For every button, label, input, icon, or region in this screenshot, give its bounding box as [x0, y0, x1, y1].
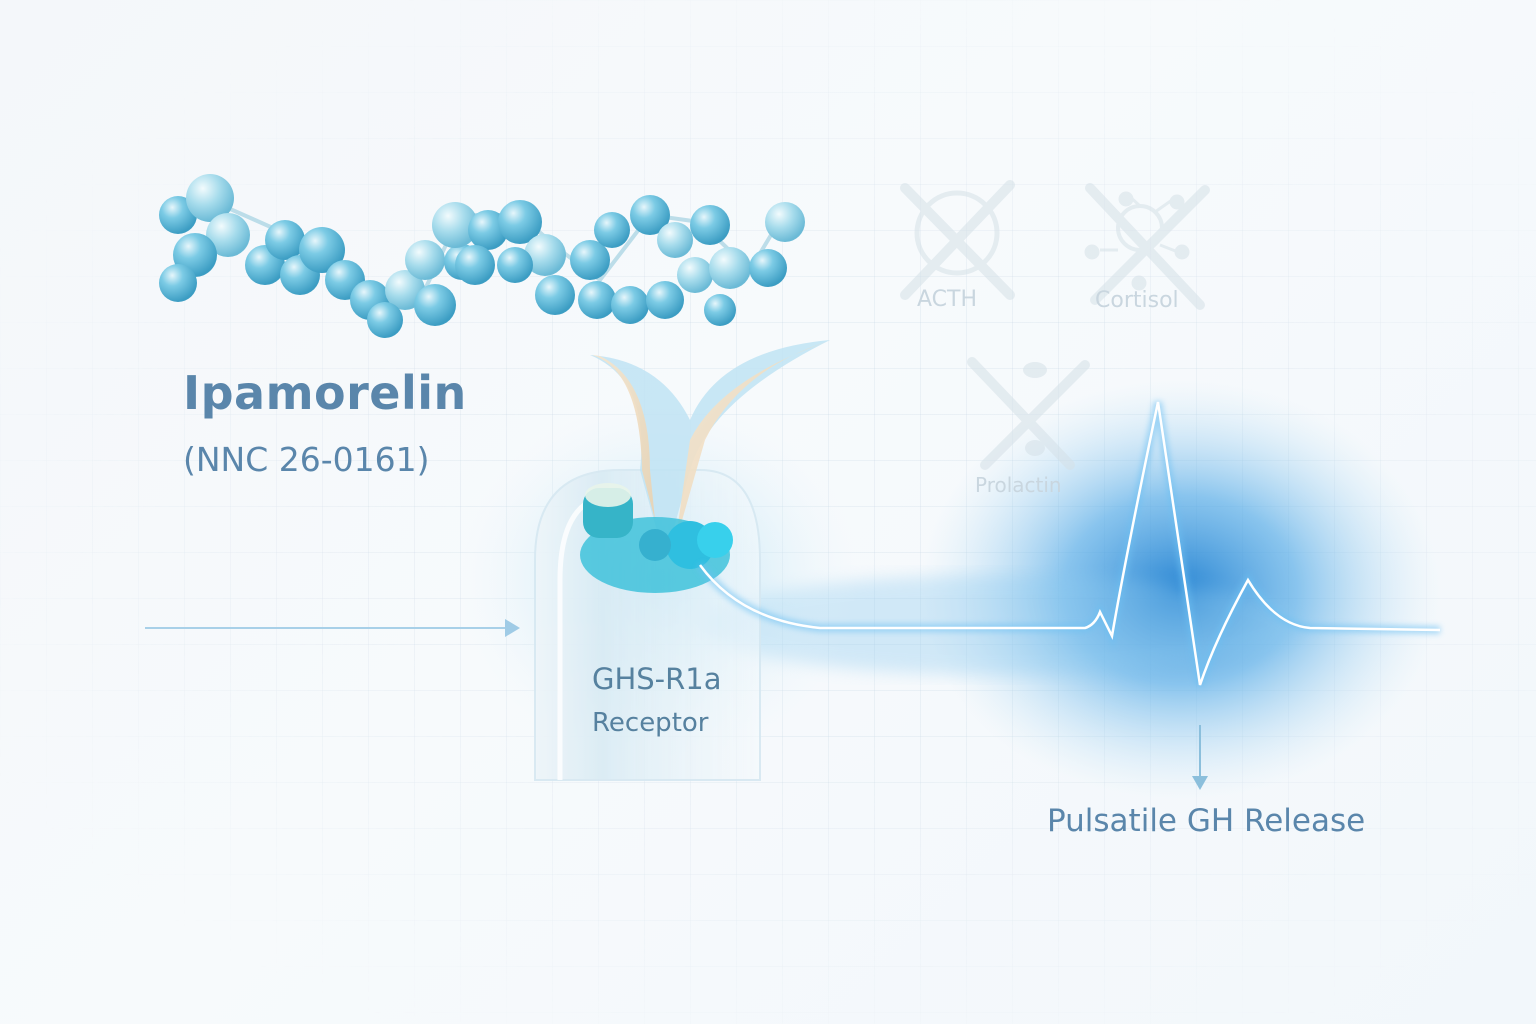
peptide-molecule-icon [159, 174, 805, 338]
cortisol-crossed-icon [1084, 183, 1210, 310]
output-arrow [1192, 725, 1208, 790]
compound-name: Ipamorelin [183, 366, 467, 420]
non-target-label-prolactin: Prolactin [975, 473, 1062, 497]
non-target-label-cortisol: Cortisol [1095, 288, 1179, 313]
prolactin-crossed-icon [967, 357, 1090, 470]
receptor-body [534, 340, 830, 781]
receptor-sublabel: Receptor [592, 708, 709, 738]
input-arrow [145, 619, 520, 637]
output-label: Pulsatile GH Release [1047, 803, 1366, 839]
pulse-waveform [698, 401, 1441, 686]
receptor-name: GHS-R1a [592, 662, 722, 696]
compound-code: (NNC 26-0161) [183, 440, 430, 479]
acth-crossed-icon [900, 180, 1015, 300]
non-target-label-acth: ACTH [917, 287, 978, 312]
